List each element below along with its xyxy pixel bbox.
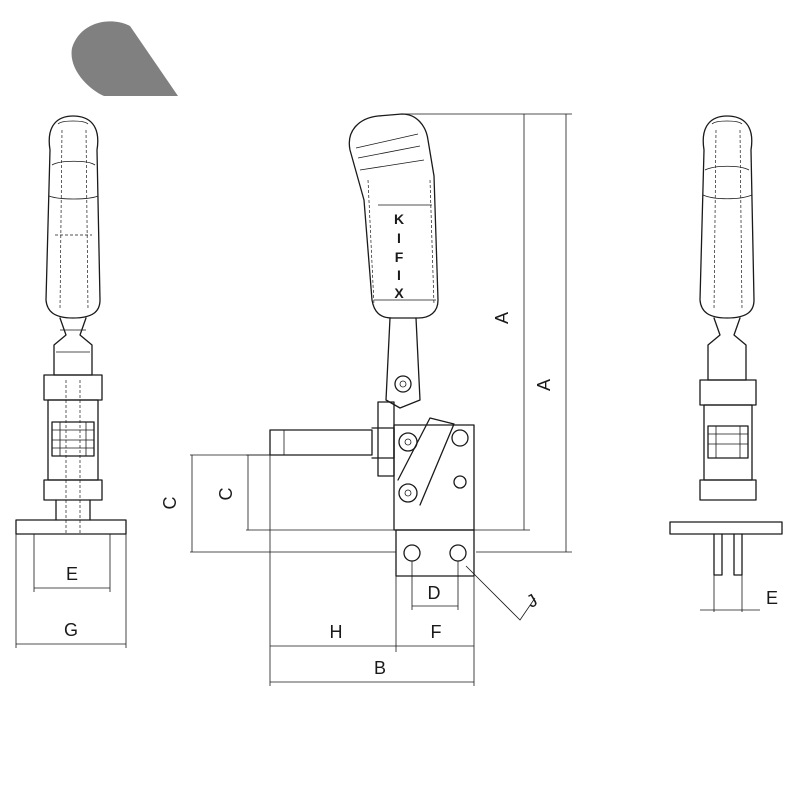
dim-label-F: F (431, 622, 442, 642)
dim-label-G: G (64, 620, 78, 640)
dim-label-E-right: E (766, 588, 778, 608)
right-side-view (669, 115, 783, 576)
dimension-lines (15, 113, 760, 686)
dim-label-C: C (216, 488, 236, 501)
dim-label-H: H (330, 622, 343, 642)
dim-label-D: D (428, 583, 441, 603)
brand-letter-4: I (397, 267, 401, 283)
brand-letter-3: F (395, 249, 404, 265)
brand-letter-5: X (394, 285, 404, 301)
logo-shape (71, 21, 178, 96)
dim-label-E-left: E (66, 564, 78, 584)
left-side-view (15, 115, 127, 535)
dim-label-J: J (523, 590, 541, 612)
brand-letter-2: I (397, 230, 401, 246)
dim-label-B: B (374, 658, 386, 678)
dim-label-A-overall: A (534, 379, 554, 391)
brand-lettering: K I F I X (394, 211, 404, 301)
dim-label-C-outer: C (160, 497, 180, 510)
center-side-view: K I F I X (269, 113, 475, 577)
dim-label-A: A (492, 312, 512, 324)
brand-letter-1: K (394, 211, 404, 227)
